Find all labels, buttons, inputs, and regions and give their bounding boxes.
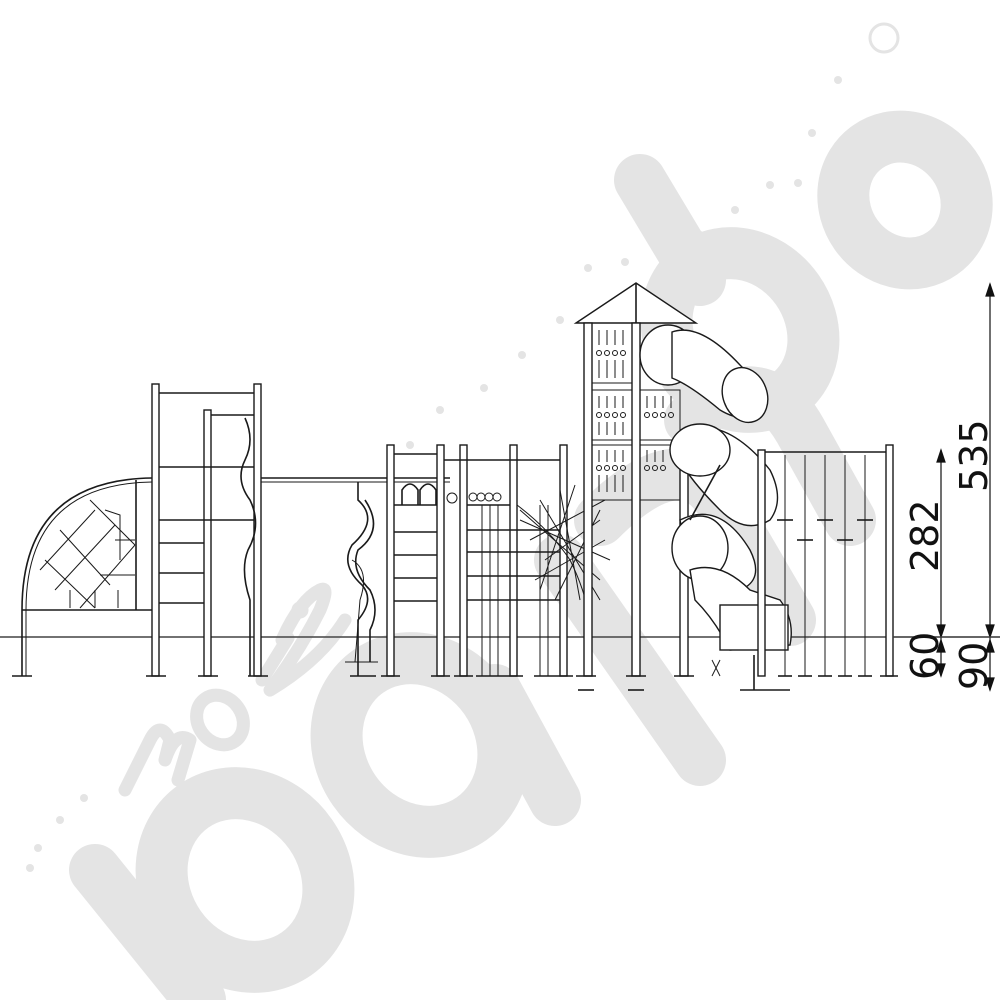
- spiral-tube-slide: [639, 324, 792, 691]
- dimension-lines: [893, 282, 1000, 692]
- monkey-bars-frame: [381, 444, 573, 677]
- twisted-climbing-poles: [345, 482, 378, 677]
- dimension-foundation-b: 90: [952, 641, 996, 690]
- rope-climbing-frame: [757, 444, 898, 677]
- dimension-platform-height: 282: [903, 499, 947, 572]
- dimension-foundation-a: 60: [903, 631, 947, 680]
- dimension-total-height: 535: [952, 419, 996, 492]
- horizontal-bar: [261, 477, 450, 483]
- ladder-frame: [146, 383, 268, 677]
- quarter-circle-climbing-net: [12, 477, 153, 677]
